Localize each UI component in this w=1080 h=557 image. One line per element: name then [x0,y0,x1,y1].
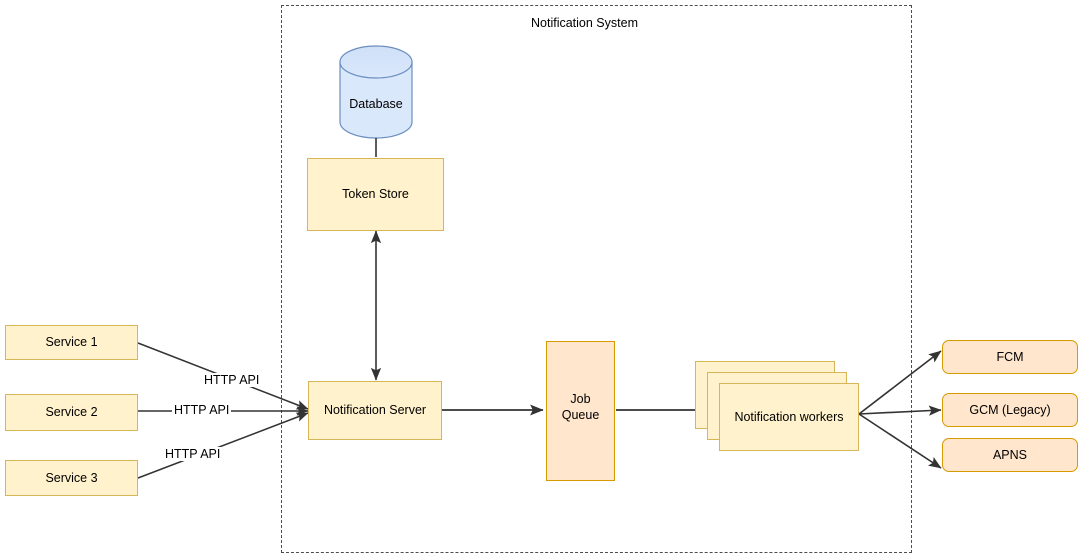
database-label: Database [349,97,403,111]
node-job-queue[interactable] [546,341,615,481]
edge-label-service-3-http-api: HTTP API [163,447,223,461]
node-token-store[interactable]: Token Store [307,158,444,231]
node-service-3[interactable]: Service 3 [5,460,138,496]
system-boundary-label: Notification System [531,16,638,30]
node-job-queue-label: Job Queue [561,392,600,422]
node-gcm-legacy[interactable]: GCM (Legacy) [942,393,1078,427]
system-boundary [281,5,912,553]
edge-label-service-2-http-api: HTTP API [172,403,232,417]
edge-label-service-1-http-api: HTTP API [202,373,262,387]
node-service-2[interactable]: Service 2 [5,394,138,431]
node-fcm[interactable]: FCM [942,340,1078,374]
node-notification-workers[interactable]: Notification workers [719,383,859,451]
node-notification-server[interactable]: Notification Server [308,381,442,440]
node-apns[interactable]: APNS [942,438,1078,472]
node-service-1[interactable]: Service 1 [5,325,138,360]
